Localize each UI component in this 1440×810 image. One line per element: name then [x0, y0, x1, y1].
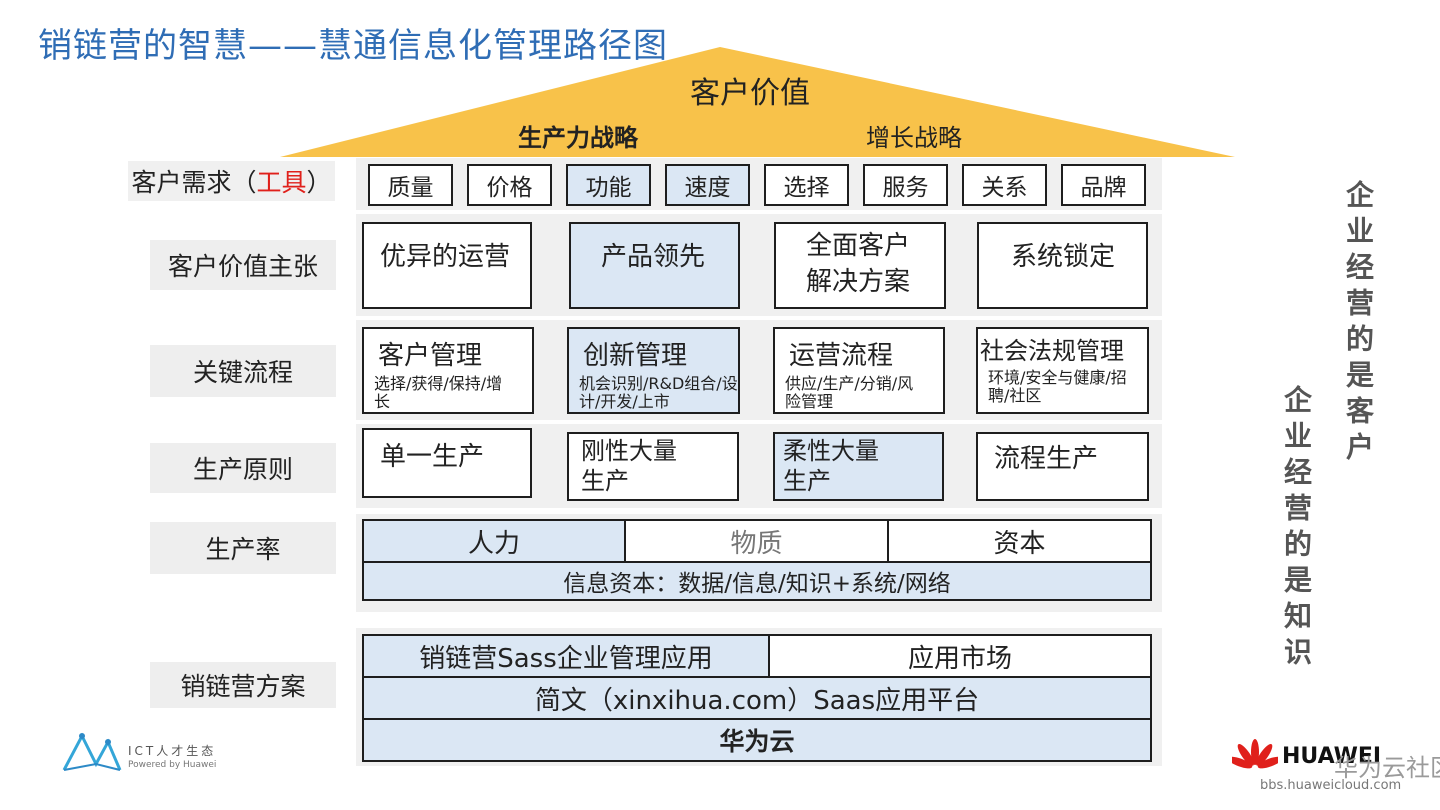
side-text-knowledge: 企业经营的是知识	[1280, 385, 1313, 673]
ict-logo-sub: Powered by Huawei	[128, 760, 217, 770]
demand-item-price: 价格	[467, 164, 552, 206]
productivity-human: 人力	[362, 519, 626, 563]
huawei-community-url: bbs.huaweicloud.com	[1260, 778, 1402, 793]
process-customer: 客户管理 选择/获得/保持/增长	[362, 327, 534, 414]
huawei-logo-icon	[1232, 739, 1278, 769]
demand-item-service: 服务	[863, 164, 948, 206]
productivity-info-capital: 信息资本：数据/信息/知识+系统/网络	[362, 561, 1152, 601]
demand-label-suffix: ）	[306, 168, 332, 197]
demand-item-relation: 关系	[962, 164, 1047, 206]
value-prop-product: 产品领先	[569, 222, 740, 309]
ict-logo-icon	[62, 732, 122, 771]
process-innovation-sub: 机会识别/R&D组合/设计/开发/上市	[579, 374, 738, 411]
solution-sass-app: 销链营Sass企业管理应用	[362, 634, 770, 678]
process-label: 关键流程	[150, 345, 336, 397]
roof-triangle	[280, 47, 1235, 157]
solution-saas-platform: 简文（xinxihua.com）Saas应用平台	[362, 676, 1152, 720]
productivity-material: 物质	[624, 519, 889, 563]
process-innovation: 创新管理 机会识别/R&D组合/设计/开发/上市	[567, 327, 740, 414]
huawei-logo-text: HUAWEI	[1282, 744, 1382, 769]
process-operations-title: 运营流程	[789, 341, 894, 371]
roof-right-label: 增长战略	[866, 124, 962, 152]
roof-top-label: 客户价值	[690, 76, 810, 111]
productivity-capital: 资本	[887, 519, 1152, 563]
process-operations: 运营流程 供应/生产/分销/风险管理	[773, 327, 945, 414]
process-customer-sub: 选择/获得/保持/增长	[374, 374, 503, 411]
demand-label: 客户需求（工具）	[128, 161, 335, 201]
value-prop-label: 客户价值主张	[150, 240, 336, 290]
demand-label-highlight: 工具	[256, 168, 307, 197]
demand-label-prefix: 客户需求（	[131, 168, 257, 197]
value-prop-operations: 优异的运营	[362, 222, 532, 309]
principle-single: 单一生产	[362, 428, 532, 498]
process-regulation: 社会法规管理 环境/安全与健康/招聘/社区	[976, 327, 1149, 414]
process-operations-sub: 供应/生产/分销/风险管理	[785, 374, 914, 411]
huawei-community-text: 华为云社区	[1334, 754, 1440, 782]
ict-logo-title: ICT人才生态	[128, 744, 217, 758]
principle-process: 流程生产	[976, 432, 1149, 501]
roof-left-label: 生产力战略	[518, 124, 638, 152]
solution-app-market: 应用市场	[768, 634, 1152, 678]
process-regulation-title: 社会法规管理	[980, 337, 1124, 365]
process-regulation-sub: 环境/安全与健康/招聘/社区	[988, 368, 1127, 405]
demand-item-quality: 质量	[368, 164, 453, 206]
demand-item-choice: 选择	[764, 164, 849, 206]
productivity-label: 生产率	[150, 522, 336, 574]
principle-flexible: 柔性大量 生产	[773, 432, 944, 501]
value-prop-solution: 全面客户 解决方案	[774, 222, 946, 309]
solution-label: 销链营方案	[150, 662, 336, 708]
demand-item-speed: 速度	[665, 164, 750, 206]
principle-rigid: 刚性大量 生产	[567, 432, 739, 501]
demand-item-function: 功能	[566, 164, 651, 206]
demand-item-brand: 品牌	[1061, 164, 1146, 206]
solution-huawei-cloud: 华为云	[362, 718, 1152, 762]
side-text-customer: 企业经营的是客户	[1342, 180, 1375, 468]
principle-label: 生产原则	[150, 443, 336, 493]
process-innovation-title: 创新管理	[583, 341, 688, 371]
process-customer-title: 客户管理	[378, 341, 483, 371]
value-prop-lockin: 系统锁定	[977, 222, 1148, 309]
page-title: 销链营的智慧——慧通信息化管理路径图	[38, 26, 668, 66]
